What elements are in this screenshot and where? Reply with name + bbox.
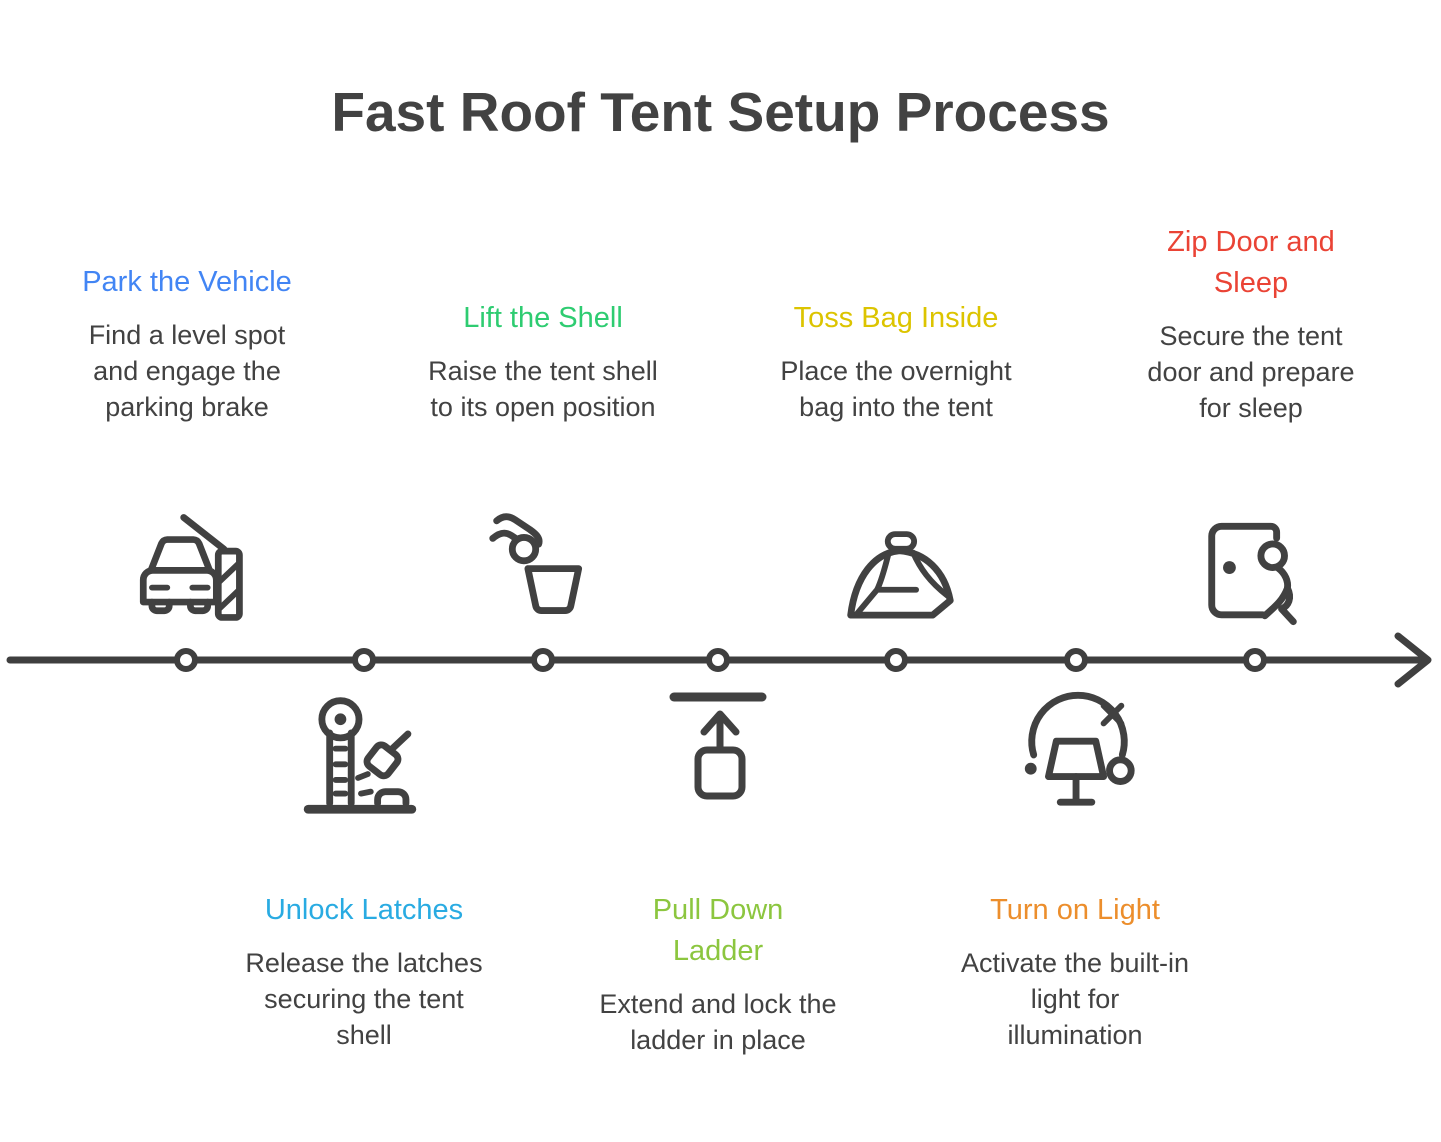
step-title: Zip Door and Sleep	[1167, 226, 1335, 299]
step-turn-on-light: Turn on Light Activate the built-in ligh…	[925, 890, 1225, 1053]
door-exit-icon	[1196, 510, 1314, 634]
step-description: Place the overnight bag into the tent	[780, 356, 1012, 422]
ladder-pull-icon	[658, 684, 778, 809]
step-title: Lift the Shell	[463, 302, 623, 334]
page-title: Fast Roof Tent Setup Process	[331, 81, 1110, 143]
step-description: Find a level spot and engage the parking…	[88, 320, 286, 422]
step-toss-bag-inside: Toss Bag Inside Place the overnight bag …	[746, 298, 1046, 425]
step-title: Unlock Latches	[264, 894, 464, 926]
step-description: Secure the tent door and prepare for sle…	[1147, 321, 1355, 423]
step-title: Pull Down Ladder	[652, 894, 784, 967]
step-description: Activate the built-in light for illumina…	[960, 948, 1190, 1050]
step-title: Turn on Light	[990, 894, 1160, 926]
timeline-node	[531, 648, 555, 672]
latch-release-icon	[295, 688, 425, 820]
timeline-node	[174, 648, 198, 672]
step-description: Release the latches securing the tent sh…	[245, 948, 483, 1050]
hand-drop-icon	[483, 508, 605, 640]
timeline	[6, 632, 1432, 688]
timeline-node	[352, 648, 376, 672]
step-description: Raise the tent shell to its open positio…	[428, 356, 658, 422]
timeline-node	[884, 648, 908, 672]
step-unlock-latches: Unlock Latches Release the latches secur…	[214, 890, 514, 1053]
timeline-node	[706, 648, 730, 672]
step-title: Toss Bag Inside	[793, 302, 999, 334]
timeline-node	[1064, 648, 1088, 672]
step-pull-down-ladder: Pull Down Ladder Extend and lock the lad…	[568, 890, 868, 1058]
step-description: Extend and lock the ladder in place	[599, 989, 837, 1055]
step-lift-the-shell: Lift the Shell Raise the tent shell to i…	[393, 298, 693, 425]
lamp-icon	[1016, 686, 1141, 814]
tent-icon	[838, 522, 960, 637]
step-title: Park the Vehicle	[82, 266, 292, 298]
step-zip-door-and-sleep: Zip Door and Sleep Secure the tent door …	[1101, 222, 1401, 426]
car-parking-barrier-icon	[125, 510, 250, 622]
step-park-the-vehicle: Park the Vehicle Find a level spot and e…	[37, 262, 337, 425]
timeline-node	[1243, 648, 1267, 672]
arrow-right-icon	[1394, 632, 1432, 688]
